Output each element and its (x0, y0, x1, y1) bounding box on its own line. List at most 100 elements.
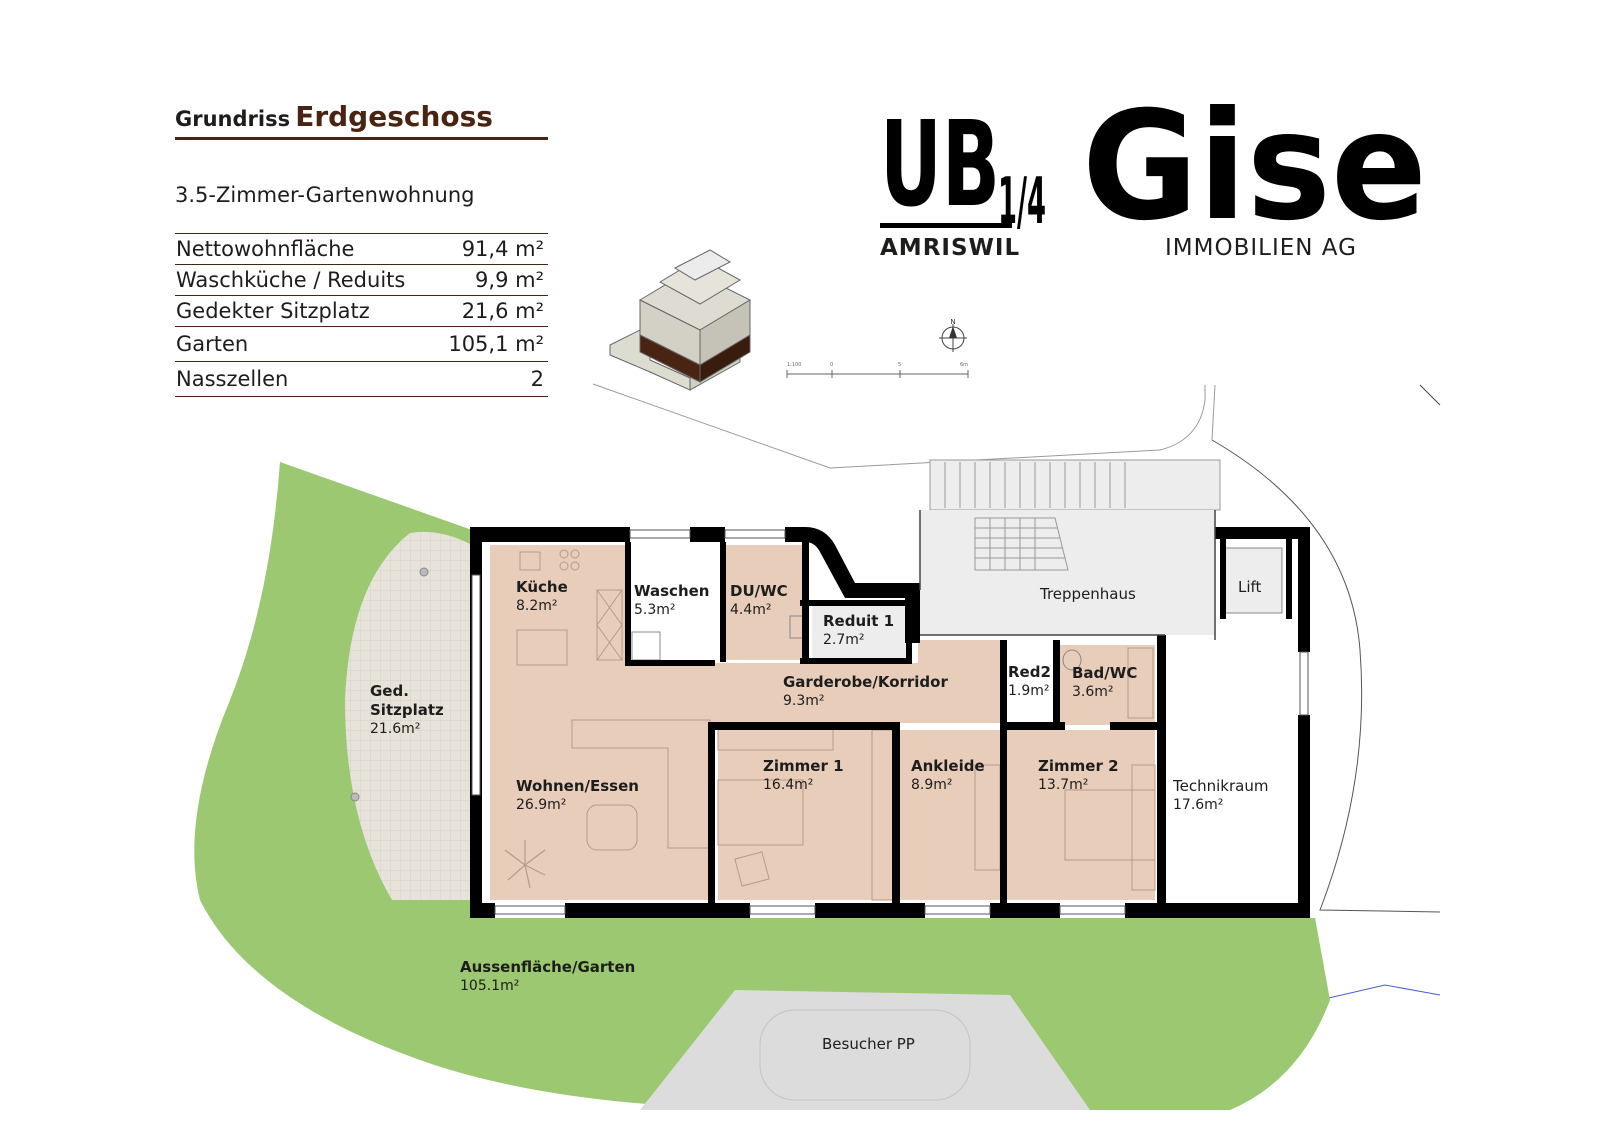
ub14-logo: UB 1/4 (880, 105, 1046, 230)
room-label-ankleide: Ankleide 8.9m² (911, 757, 985, 795)
room-label-reduit1: Reduit 1 2.7m² (823, 612, 894, 650)
room-area: 21.6m² (370, 721, 421, 737)
spec-row: Nasszellen 2 (175, 362, 548, 397)
spec-row: Gedekter Sitzplatz 21,6 m² (175, 296, 548, 327)
room-name: Zimmer 2 (1038, 757, 1119, 775)
stair-steps (944, 462, 1126, 508)
room-label-garten: Aussenfläche/Garten 105.1m² (460, 958, 635, 996)
scale-label: 6m (960, 362, 968, 368)
spec-value: 21,6 m² (461, 299, 544, 323)
windows (471, 529, 1309, 915)
room-label-duwc: DU/WC 4.4m² (730, 582, 788, 620)
room-label-treppenhaus: Treppenhaus (1040, 585, 1136, 604)
room-label-zimmer2: Zimmer 2 13.7m² (1038, 757, 1119, 795)
room-name: Reduit 1 (823, 612, 895, 630)
car-outline (759, 1009, 971, 1101)
room-area: 3.6m² (1072, 684, 1114, 700)
terrace-post (350, 792, 360, 802)
treppenhaus-floor (920, 510, 1215, 635)
room-name: Bad/WC (1072, 664, 1138, 682)
inner-stair-steps (975, 518, 1065, 570)
room-name: Technikraum (1173, 777, 1269, 795)
ub-logo-location: AMRISWIL (880, 235, 1021, 261)
site-line (1211, 384, 1216, 441)
apartment-type: 3.5-Zimmer-Gartenwohnung (175, 183, 475, 207)
gise-logo: Gise (1082, 100, 1427, 230)
room-label-kueche: Küche 8.2m² (516, 578, 568, 616)
room-area: 9.3m² (783, 693, 825, 709)
scale-label: 0 (830, 362, 833, 368)
spec-table: Nettowohnfläche 91,4 m² Waschküche / Red… (175, 233, 548, 397)
room-area: 5.3m² (634, 602, 676, 618)
compass-label: N (950, 318, 955, 326)
compass-icon (939, 324, 967, 352)
spec-row: Garten 105,1 m² (175, 327, 548, 362)
spec-value: 105,1 m² (448, 332, 544, 356)
room-area: 17.6m² (1173, 797, 1224, 813)
room-name: Waschen (634, 582, 710, 600)
room-area: 4.4m² (730, 602, 772, 618)
room-label-waschen: Waschen 5.3m² (634, 582, 709, 620)
room-name: Lift (1238, 578, 1262, 596)
spec-label: Nasszellen (176, 367, 289, 391)
plan-title: Grundriss Erdgeschoss (175, 100, 548, 140)
plant-icon (504, 840, 546, 889)
room-name: Zimmer 1 (763, 757, 844, 775)
room-label-lift: Lift (1238, 578, 1261, 597)
spec-value: 91,4 m² (461, 237, 544, 261)
room-area: 105.1m² (460, 978, 520, 994)
waschen-floor (625, 545, 720, 660)
scale-bar (786, 370, 969, 378)
room-name: Küche (516, 578, 568, 596)
room-name: DU/WC (730, 582, 788, 600)
spec-label: Garten (176, 332, 249, 356)
technikraum-floor (1165, 635, 1305, 900)
room-label-red2: Red2 1.9m² (1008, 663, 1051, 701)
room-name: Red2 (1008, 663, 1051, 681)
spec-row: Waschküche / Reduits 9,9 m² (175, 265, 548, 296)
room-label-wohnen: Wohnen/Essen 26.9m² (516, 777, 639, 815)
room-area: 16.4m² (763, 777, 814, 793)
site-boundary-line (592, 383, 1206, 469)
site-curve (1211, 439, 1441, 913)
room-area: 8.9m² (911, 777, 953, 793)
garden-area (194, 462, 1330, 1110)
scale-label: 1:100 (787, 362, 801, 368)
ub-logo-text: UB (880, 105, 1000, 230)
room-name: Treppenhaus (1040, 585, 1136, 603)
gise-logo-subtitle: IMMOBILIEN AG (1165, 235, 1357, 261)
room-name: Aussenfläche/Garten (460, 958, 636, 976)
title-prefix: Grundriss (175, 107, 291, 131)
reduit-floor (812, 605, 907, 660)
spec-value: 2 (530, 367, 544, 391)
terrace-post (419, 567, 429, 577)
inner-stair (974, 517, 1069, 571)
ub-logo-fraction: 1/4 (998, 165, 1046, 230)
room-area: 1.9m² (1008, 683, 1050, 699)
parking-area (640, 990, 1090, 1110)
room-label-technikraum: Technikraum 17.6m² (1173, 777, 1268, 815)
room-area: 8.2m² (516, 598, 558, 614)
site-line (1419, 384, 1441, 406)
room-name: Ged. Sitzplatz (370, 682, 444, 719)
spec-value: 9,9 m² (475, 268, 544, 292)
building-isometric-icon (609, 249, 752, 391)
room-area: 2.7m² (823, 632, 865, 648)
spec-row: Nettowohnfläche 91,4 m² (175, 234, 548, 265)
room-fills (490, 545, 1155, 900)
room-name: Wohnen/Essen (516, 777, 639, 795)
spec-label: Gedekter Sitzplatz (176, 299, 370, 323)
site-line-blue (1319, 984, 1441, 1001)
room-label-sitzplatz: Ged. Sitzplatz 21.6m² (370, 682, 460, 739)
walls (470, 527, 1310, 918)
title-main: Erdgeschoss (295, 100, 493, 133)
entrance-stairs (929, 459, 1221, 511)
room-name: Ankleide (911, 757, 985, 775)
room-area: 13.7m² (1038, 777, 1089, 793)
ub-logo-underline (880, 223, 1012, 228)
room-label-besucher: Besucher PP (822, 1035, 915, 1054)
room-name: Besucher PP (822, 1035, 915, 1053)
room-area: 26.9m² (516, 797, 567, 813)
